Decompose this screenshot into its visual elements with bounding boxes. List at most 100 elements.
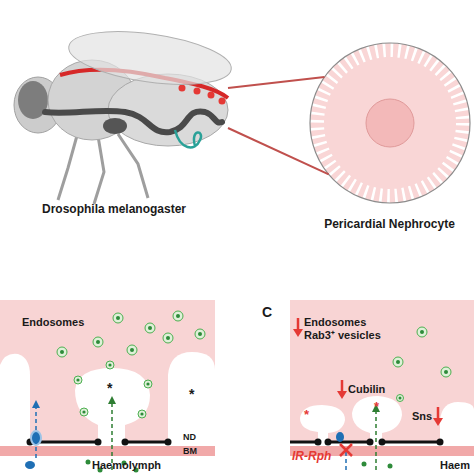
endosome (113, 313, 123, 323)
endosome (57, 347, 67, 357)
decrease-arrow-head (433, 418, 443, 426)
membrane-invaginations (317, 50, 463, 196)
endosome (80, 408, 88, 416)
nephrocyte-cell (179, 85, 186, 92)
nephrocyte-cell (219, 98, 226, 105)
lacuna (168, 352, 215, 442)
dashed-arrow (375, 410, 377, 470)
zoom-line (228, 77, 324, 88)
lacuna-marker: * (189, 386, 194, 402)
fly-leg (118, 134, 148, 198)
arrow-head (108, 396, 116, 404)
decrease-arrow-head (293, 329, 303, 337)
nephrocyte-cell (208, 92, 215, 99)
cell-outline (305, 38, 474, 233)
condition-label: IR-Rph (292, 450, 331, 464)
dashed-arrow (35, 404, 37, 458)
arrow-head (32, 400, 40, 408)
decrease-arrow-head (337, 391, 347, 399)
fly-wing (65, 23, 234, 93)
cell-cross-section: Pericardial Nephrocyte (305, 38, 474, 233)
endosome-cargo (148, 326, 152, 330)
endosome-cargo (420, 330, 424, 334)
nucleus (366, 99, 414, 147)
endosome (74, 376, 82, 384)
structure-label: ND (183, 432, 196, 442)
dashed-arrow (345, 452, 347, 470)
endosome-cargo (76, 378, 79, 381)
organism-illustration: Drosophila melanogaster (0, 0, 228, 225)
diaphragm-node (165, 439, 172, 446)
compartment-label: Haemolymph (92, 459, 161, 472)
cytoplasm (290, 300, 474, 442)
structure-label: Endosomes (22, 316, 84, 329)
protein-label: Cubilin (348, 383, 385, 396)
cell-label: Pericardial Nephrocyte (305, 218, 474, 232)
diaphragm-node (315, 439, 322, 446)
endosome-cargo (60, 350, 64, 354)
fly-leg (58, 132, 78, 200)
cell-cytoplasm (310, 43, 470, 203)
endosome (127, 345, 137, 355)
endosome (106, 361, 114, 369)
fly-leg (94, 136, 104, 204)
slit-diaphragm (290, 441, 440, 444)
panel-letter: C (262, 304, 272, 320)
endosome (441, 367, 451, 377)
endosome (195, 329, 205, 339)
endosome-cargo (166, 336, 170, 340)
blue-cargo (336, 432, 344, 442)
structure-label: BM (183, 446, 197, 456)
lacuna-marker: * (374, 400, 379, 415)
endosome (173, 311, 183, 321)
diaphragm-node (367, 439, 374, 446)
lacuna (300, 405, 345, 442)
endosome (393, 357, 403, 367)
endosome-cargo (108, 363, 111, 366)
diaphragm-node (95, 439, 102, 446)
endosome-cargo (198, 332, 202, 336)
fly-crop (103, 118, 127, 134)
basement-membrane (0, 446, 215, 456)
diaphragm-node (379, 439, 386, 446)
endosome-cargo (96, 340, 100, 344)
cell-outline (310, 43, 470, 203)
cytoplasm (0, 300, 215, 442)
zoom-line (228, 128, 329, 174)
diaphragm-node (325, 439, 332, 446)
nephrocyte-cell (194, 88, 201, 95)
green-cargo (86, 460, 91, 465)
malpighian-tubule (175, 130, 201, 147)
endosome-cargo (176, 314, 180, 318)
block-cross (340, 444, 352, 456)
tissue-panel: Endosomes * * ND BM Haemolymph (0, 300, 215, 474)
endosome-cargo (399, 397, 402, 400)
diaphragm-node (122, 439, 129, 446)
diaphragm-node (437, 439, 444, 446)
endosome-cargo (396, 360, 400, 364)
endosome-cargo (140, 412, 143, 415)
lacuna (440, 402, 474, 442)
endosome (144, 380, 152, 388)
endosome (397, 395, 404, 402)
lacuna-marker: * (107, 380, 112, 396)
fly-gut (45, 111, 222, 133)
lacuna (0, 354, 30, 442)
endosome (138, 410, 146, 418)
endosome (417, 327, 427, 337)
endosome (145, 323, 155, 333)
lacuna (352, 396, 402, 442)
endosome-cargo (116, 316, 120, 320)
blue-cargo (25, 461, 35, 469)
species-label: Drosophila melanogaster (0, 203, 228, 217)
endosome-cargo (82, 410, 85, 413)
green-cargo (388, 464, 393, 469)
endosome (163, 333, 173, 343)
endosome-cargo (130, 348, 134, 352)
endosome (93, 337, 103, 347)
endosome-cargo (444, 370, 448, 374)
endosome-cargo (146, 382, 149, 385)
